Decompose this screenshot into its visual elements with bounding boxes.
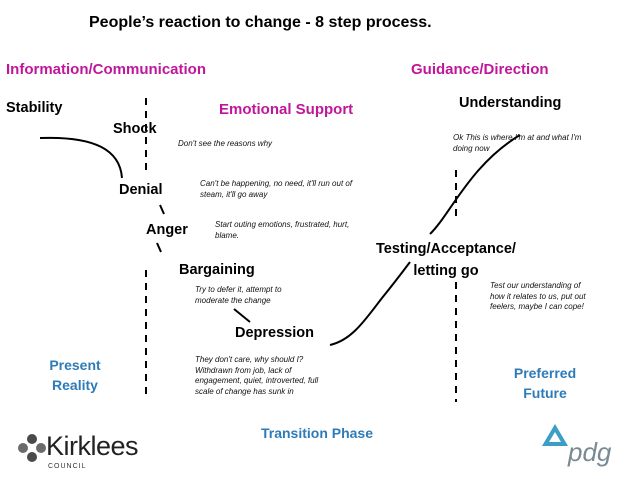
- note-understanding: Ok This is where I'm at and what I'm doi…: [453, 133, 582, 153]
- header-guidance-direction: Guidance/Direction: [411, 61, 549, 78]
- kirklees-logo-text: Kirklees: [46, 431, 139, 461]
- curve-testing-understanding: [429, 134, 521, 235]
- note-bargaining: Try to defer it, attempt to moderate the…: [195, 285, 282, 305]
- note-anger: Start outing emotions, frustrated, hurt,…: [215, 220, 350, 240]
- note-depression: They don't care, why should I? Withdrawn…: [195, 355, 319, 396]
- stage-understanding: Understanding: [459, 95, 562, 111]
- pdg-logo-text: pdg: [568, 437, 612, 467]
- curve-stability-shock: [39, 136, 123, 179]
- note-shock: Don't see the reasons why: [178, 139, 273, 148]
- stage-denial: Denial: [119, 182, 163, 198]
- stage-anger: Anger: [146, 222, 188, 238]
- kirklees-council-text: COUNCIL: [48, 463, 87, 470]
- note-testing: Test our understanding of how it relates…: [490, 281, 586, 311]
- header-information-communication: Information/Communication: [6, 61, 206, 78]
- stage-stability: Stability: [6, 100, 63, 116]
- stage-bargaining: Bargaining: [179, 262, 255, 278]
- stage-shock: Shock: [113, 121, 157, 137]
- curve-depression-testing: [329, 261, 411, 346]
- page-title: People’s reaction to change - 8 step pro…: [89, 14, 432, 31]
- phase-preferred-future: Preferred Future: [513, 365, 577, 401]
- pdg-logo-icon: [542, 424, 568, 446]
- note-denial: Can't be happening, no need, it'll run o…: [200, 179, 353, 199]
- curve-anger-bargaining: [156, 242, 162, 253]
- header-emotional-support: Emotional Support: [219, 101, 354, 118]
- stage-depression: Depression: [235, 325, 314, 341]
- phase-present-reality: Present Reality: [49, 357, 101, 393]
- kirklees-logo-icon: [18, 434, 46, 462]
- phase-transition: Transition Phase: [260, 425, 374, 441]
- curve-bargaining-depression: [233, 308, 251, 323]
- curve-denial-anger: [159, 204, 165, 215]
- stage-testing-acceptance: Testing/Acceptance/ letting go: [376, 241, 516, 279]
